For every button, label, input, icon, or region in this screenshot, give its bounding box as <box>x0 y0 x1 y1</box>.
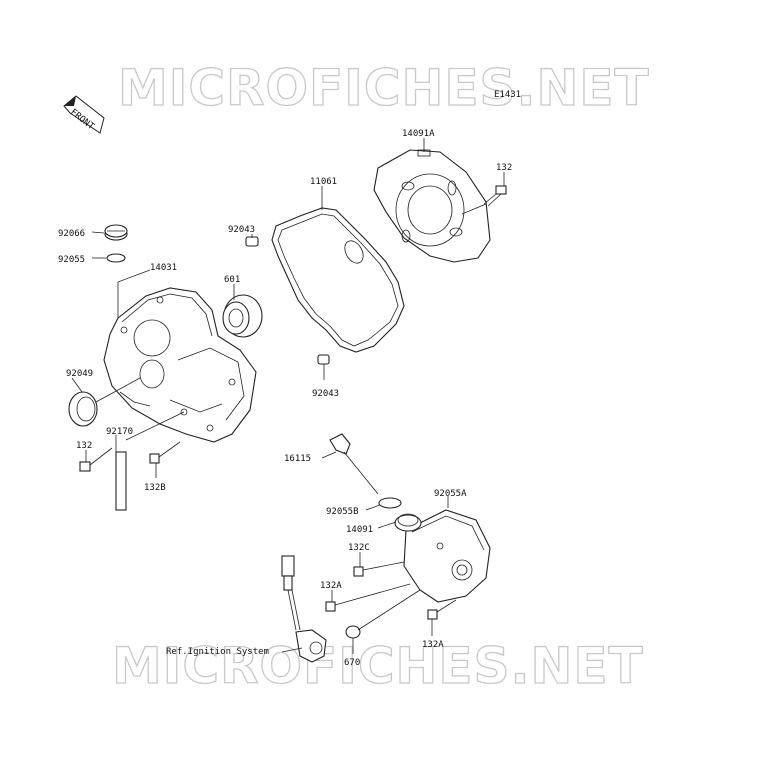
label-132-left: 132 <box>76 441 92 451</box>
bearing-601 <box>222 294 263 338</box>
label-92055A: 92055A <box>434 489 467 499</box>
cap-92066 <box>104 224 128 241</box>
watermark-top: MICROFICHES.NET <box>118 59 650 117</box>
o-ring-92055 <box>106 253 126 263</box>
label-670: 670 <box>344 658 360 668</box>
label-14091: 14091 <box>346 525 373 535</box>
label-92043-top: 92043 <box>228 225 255 235</box>
plate-14091A <box>373 149 491 263</box>
label-132A-right: 132A <box>422 640 444 650</box>
dowel-92043-bottom <box>317 354 330 365</box>
label-132C: 132C <box>348 543 370 553</box>
crankcase-cover-14031 <box>103 287 257 443</box>
label-132-top: 132 <box>496 163 512 173</box>
label-132A-left: 132A <box>320 581 342 591</box>
label-16115: 16115 <box>284 454 311 464</box>
label-92170: 92170 <box>106 427 133 437</box>
label-ref-ignition-system: Ref.Ignition System <box>166 647 269 657</box>
bolt-132C <box>353 561 405 577</box>
bolt-132-top <box>483 185 507 207</box>
watermark-bottom: MICROFICHES.NET <box>112 637 644 695</box>
front-arrow-icon: FRONT <box>63 95 105 134</box>
oil-seal-92049 <box>68 391 98 427</box>
cover-14091 <box>394 509 491 603</box>
label-92055: 92055 <box>58 255 85 265</box>
dipstick-16115 <box>329 433 379 495</box>
dowel-92043-top <box>245 236 259 247</box>
o-ring-670 <box>345 625 361 639</box>
label-132B: 132B <box>144 483 166 493</box>
label-92055B: 92055B <box>326 507 359 517</box>
gasket-11061 <box>271 207 405 353</box>
o-ring-92055B <box>378 497 402 509</box>
sensor-ignition <box>281 555 327 663</box>
bolt-132A-left <box>325 583 411 612</box>
part-labels: 92066 92055 14031 601 92043 11061 14091A… <box>58 129 512 668</box>
label-92066: 92066 <box>58 229 85 239</box>
label-11061: 11061 <box>310 177 337 187</box>
bolt-132A-right <box>427 599 457 620</box>
label-92043-bottom: 92043 <box>312 389 339 399</box>
label-14091A: 14091A <box>402 129 435 139</box>
label-601: 601 <box>224 275 240 285</box>
diagram-code: E1431 <box>494 90 521 100</box>
label-14031: 14031 <box>150 263 177 273</box>
bolt-132B <box>149 441 181 464</box>
label-92049: 92049 <box>66 369 93 379</box>
stick-92170 <box>115 451 127 511</box>
bolt-132-left <box>79 447 113 472</box>
